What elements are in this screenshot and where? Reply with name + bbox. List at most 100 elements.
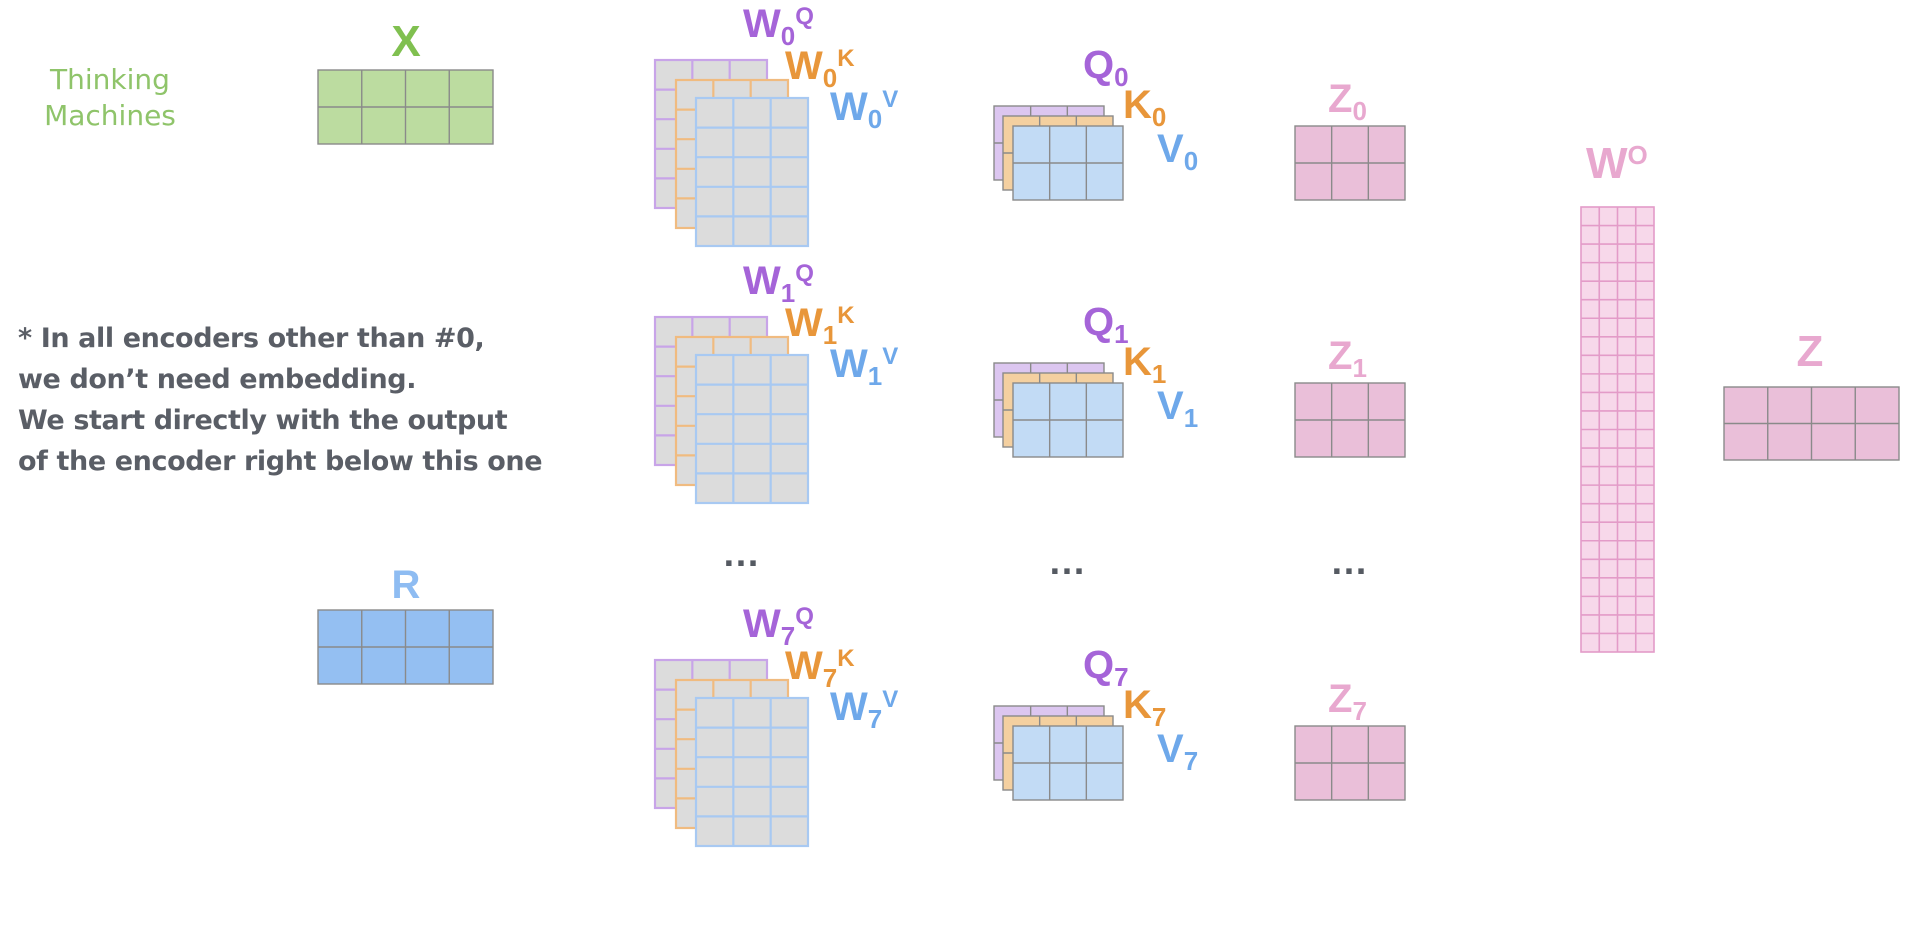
wo-label: WO [1586,139,1648,188]
head-0-z-label: Z0 [1328,77,1367,126]
head-0-wv-label-main: W [830,85,868,129]
head-0-wk-label-main: W [785,44,823,88]
head-1-z-label-sub: 1 [1352,353,1366,383]
note-line-4: of the encoder right below this one [18,446,543,477]
input-word-machines: Machines [44,99,176,132]
head-0-wq-label-sub: 0 [781,21,795,51]
head-7-z-label-sub: 7 [1352,696,1366,726]
head-1-wk-label-sup: K [837,302,855,329]
wo-label-sup: O [1628,140,1648,170]
head-0-wq-label-sup: Q [795,3,814,30]
head-0-wq-label-main: W [743,2,781,46]
head-0-v-label: V0 [1157,127,1198,176]
input-word-thinking: Thinking [50,63,170,96]
head-7-wv-label-main: W [830,685,868,729]
head-1-wq-label-sub: 1 [781,278,795,308]
head-1-v-label-sub: 1 [1184,403,1198,433]
head-1-wk-label-main: W [785,301,823,345]
head-0-z-label-sub: 0 [1352,96,1366,126]
head-7-z-matrix [1294,725,1406,801]
head-1-k-label-sub: 1 [1152,359,1166,389]
head-7-v-label-main: V [1157,727,1184,771]
head-7-v-label-sub: 7 [1184,746,1198,776]
head-0-wk-label: W0K [785,44,855,93]
x-matrix [317,69,494,145]
head-0-z-label-main: Z [1328,77,1352,121]
head-7-wv-matrix [694,696,810,848]
head-1-wq-label: W1Q [743,259,814,308]
x-label: X [391,17,420,66]
head-0-wv-label-sub: 0 [868,104,882,134]
head-1-v-matrix [1012,382,1124,458]
r-label: R [392,563,421,607]
head-0-v-matrix [1012,125,1124,201]
head-7-wk-label-sub: 7 [823,663,837,693]
head-0-z-matrix [1294,125,1406,201]
head-7-z-label-main: Z [1328,677,1352,721]
z-output-matrix [1723,386,1900,461]
head-1-v-label: V1 [1157,384,1198,433]
head-7-k-label-sub: 7 [1152,702,1166,732]
head-1-wv-matrix [694,353,810,505]
head-7-q-label: Q7 [1083,643,1129,692]
head-7-wk-label-main: W [785,644,823,688]
head-1-wv-label: W1V [830,342,898,391]
head-1-q-label-sub: 1 [1114,319,1128,349]
head-7-k-label-main: K [1123,683,1152,727]
head-0-wv-label: W0V [830,85,898,134]
head-0-v-label-sub: 0 [1184,146,1198,176]
head-0-wv-matrix [694,96,810,248]
head-1-z-matrix [1294,382,1406,458]
head-1-wv-label-sub: 1 [868,361,882,391]
head-1-wk-label: W1K [785,301,855,350]
head-7-wv-label: W7V [830,685,898,734]
head-0-wk-label-sub: 0 [823,63,837,93]
head-1-k-label: K1 [1123,340,1166,389]
head-7-wk-label-sup: K [837,645,855,672]
head-0-k-label-main: K [1123,83,1152,127]
head-0-k-label: K0 [1123,83,1166,132]
z-output-label: Z [1797,327,1824,376]
head-7-q-label-sub: 7 [1114,662,1128,692]
head-7-wq-label: W7Q [743,602,814,651]
head-0-q-label-main: Q [1083,43,1114,87]
head-0-v-label-main: V [1157,127,1184,171]
ellipsis-1: … [1048,541,1086,583]
head-1-v-label-main: V [1157,384,1184,428]
head-7-wq-label-main: W [743,602,781,646]
head-1-q-label: Q1 [1083,300,1129,349]
head-7-wk-label: W7K [785,644,855,693]
r-label-main: R [392,563,421,607]
wo-label-main: W [1586,139,1628,188]
head-1-z-label: Z1 [1328,334,1367,383]
ellipsis-0: … [722,533,760,575]
note-line-2: we don’t need embedding. [18,364,417,395]
note-line-1: * In all encoders other than #0, [18,323,485,354]
head-7-z-label: Z7 [1328,677,1367,726]
head-0-q-label: Q0 [1083,43,1129,92]
head-0-q-label-sub: 0 [1114,62,1128,92]
z-output-label-main: Z [1797,327,1824,376]
head-7-wq-label-sub: 7 [781,621,795,651]
head-0-wq-label: W0Q [743,2,814,51]
head-1-z-label-main: Z [1328,334,1352,378]
head-1-wv-label-main: W [830,342,868,386]
head-7-v-label: V7 [1157,727,1198,776]
x-label-main: X [391,17,420,66]
ellipsis-2: … [1330,541,1368,583]
head-1-wq-label-sup: Q [795,260,814,287]
head-1-wk-label-sub: 1 [823,320,837,350]
head-1-q-label-main: Q [1083,300,1114,344]
head-0-wk-label-sup: K [837,45,855,72]
head-7-q-label-main: Q [1083,643,1114,687]
head-7-wv-label-sup: V [882,686,898,713]
encoder-note: * In all encoders other than #0, we don’… [18,318,578,482]
head-7-wv-label-sub: 7 [868,704,882,734]
head-0-k-label-sub: 0 [1152,102,1166,132]
head-1-wv-label-sup: V [882,343,898,370]
r-matrix [317,609,494,685]
head-7-wq-label-sup: Q [795,603,814,630]
head-0-wv-label-sup: V [882,86,898,113]
